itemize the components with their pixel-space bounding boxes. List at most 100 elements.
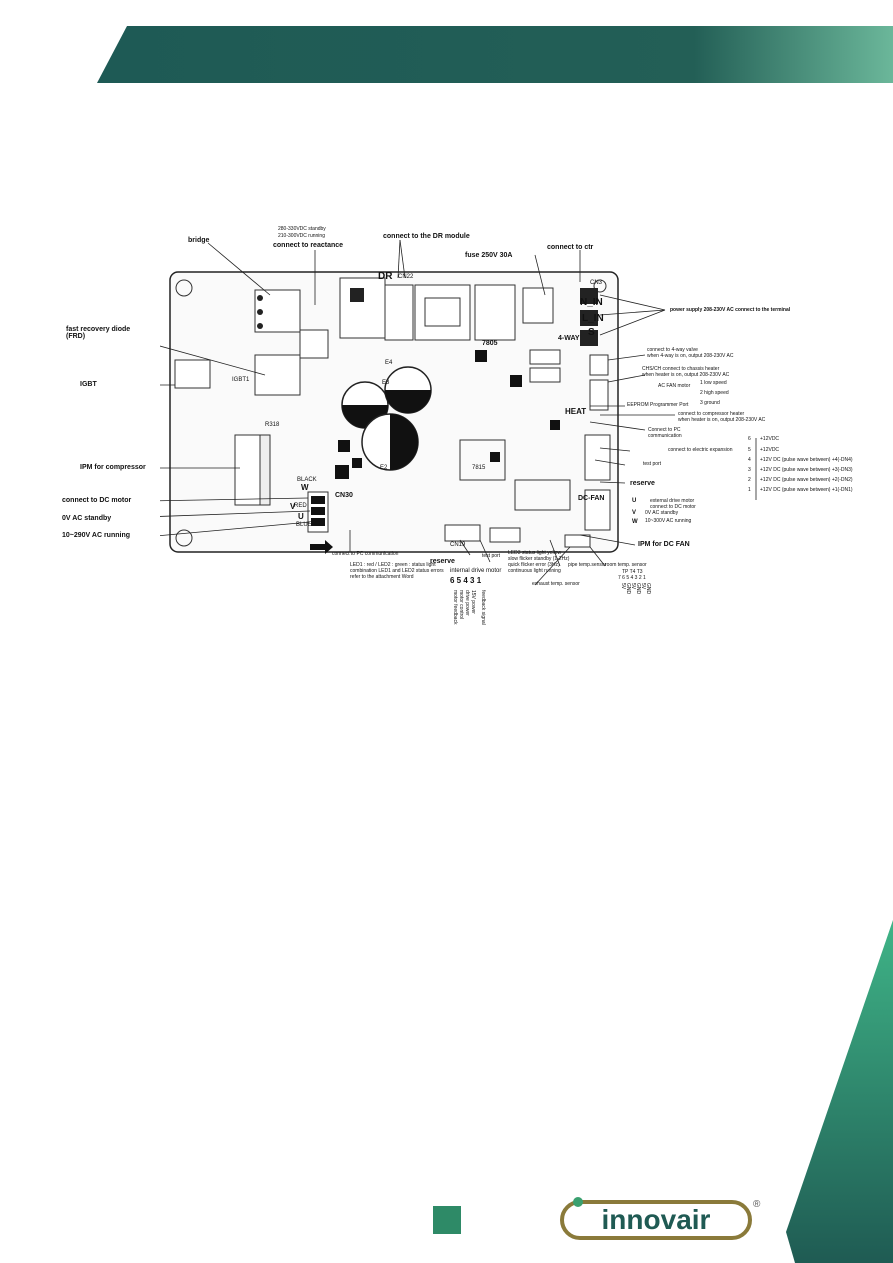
mark-blue: BLUE <box>296 522 312 528</box>
label-dr-module: connect to the DR module <box>383 233 470 240</box>
label-exhaust-temp: exhaust temp. sensor <box>532 581 580 587</box>
logo-text: innovair <box>602 1204 711 1235</box>
mark-red: RED <box>294 503 307 509</box>
mark-v: V <box>290 502 296 511</box>
pin-6-desc: +12VDC <box>760 436 780 442</box>
label-ipm-compressor: IPM for compressor <box>80 464 146 471</box>
label-test-port: test port <box>643 461 662 467</box>
label-ac-fan: AC FAN motor <box>658 383 691 389</box>
label-eeprom: EEPROM Programmer Port <box>627 402 689 408</box>
sensor-pin-labels: 5V GND 5V GND 5V GND <box>620 583 651 613</box>
label-bridge: bridge <box>188 237 210 244</box>
label-pin-row: 6 5 4 3 1 <box>450 576 482 585</box>
label-running-voltage: 210-300VDC running <box>278 233 325 239</box>
label-four-way-2: when 4-way is on, output 208-230V AC <box>647 353 734 359</box>
label-igbt: IGBT <box>80 381 97 388</box>
label-internal-drive: internal drive motor <box>450 568 502 574</box>
label-chassis-2: when heater is on, output 208-230V AC <box>642 372 730 378</box>
page-number-square <box>433 1206 461 1234</box>
label-reserve-right: reserve <box>630 480 655 487</box>
label-power-supply: power supply 208-230V AC connect to the … <box>670 307 791 313</box>
label-pc-comm-1: Connect to PC <box>648 427 681 433</box>
mark-dr: DR <box>378 271 393 282</box>
label-led3-2: slow flicker standby (1-2Hz) <box>508 556 570 562</box>
label-led3-1: LED3 status light yellow <box>508 550 562 556</box>
label-comp-heater-2: when heater is on, output 208-230V AC <box>678 417 766 423</box>
label-led-note-2: combination LED1 and LED2 status errors <box>350 568 444 574</box>
mark-cn19: CN19 <box>450 542 466 548</box>
pin-1-desc: +12V DC (pulse wave between) +1(-DN1) <box>760 487 853 493</box>
mark-r318: R318 <box>265 422 280 428</box>
label-w: W <box>632 519 638 525</box>
label-v: V <box>632 510 637 516</box>
pin-4-desc: +12V DC (pulse wave between) +4(-DN4) <box>760 457 853 463</box>
pin-number-3: 3 <box>748 467 751 473</box>
mark-dc-fan: DC-FAN <box>578 495 605 502</box>
label-led-note-3: refer to the attachment Word <box>350 574 414 580</box>
pin-2-desc: +12V DC (pulse wave between) +2(-DN2) <box>760 477 853 483</box>
label-test-port-bottom: test port <box>482 553 501 559</box>
label-pipe-temp: pipe temp.sensor <box>568 562 607 568</box>
label-pc-comm-bottom: connect to PC communication <box>332 551 399 557</box>
mark-cn30: CN30 <box>335 492 353 499</box>
mark-e3: E3 <box>382 380 390 386</box>
mark-w: W <box>301 483 309 492</box>
registered-mark: ® <box>753 1199 761 1210</box>
mark-e2: E2 <box>380 465 388 471</box>
header-band <box>97 26 893 83</box>
label-four-way-1: connect to 4-way valve <box>647 347 698 353</box>
mark-7805: 7805 <box>482 340 498 347</box>
label-pc-comm-2: communication <box>648 433 682 439</box>
motor-label-signal: feedback signal <box>480 590 486 625</box>
innovair-logo: innovair <box>560 1197 752 1240</box>
mark-igbt1: IGBT1 <box>232 377 250 383</box>
label-ground: 3 ground <box>700 400 720 406</box>
motor-label-power: drive power <box>464 590 470 616</box>
pin-number-2: 2 <box>748 477 751 483</box>
label-u: U <box>632 498 637 504</box>
label-fuse: fuse 250V 30A <box>465 252 513 259</box>
label-frd: fast recovery diode (FRD) <box>66 326 131 340</box>
label-pins-7-1: 7 6 5 4 3 2 1 <box>618 575 646 581</box>
label-v-standby: 0V AC standby <box>645 510 679 516</box>
mark-heat: HEAT <box>565 407 587 416</box>
mark-s: S <box>588 327 595 338</box>
pin-3-desc: +12V DC (pulse wave between) +3(-DN3) <box>760 467 853 473</box>
label-elec-expansion: connect to electric expansion <box>668 447 733 453</box>
sensor-pin-5: GND <box>645 583 651 595</box>
mark-l-in: L_IN <box>582 313 604 324</box>
mark-n-in: N_IN <box>580 297 603 308</box>
label-high-speed: 2 high speed <box>700 390 729 396</box>
motor-pin-labels: motor feedback motor control drive power… <box>452 590 492 660</box>
pcb-drawing <box>160 239 757 586</box>
mark-black: BLACK <box>297 477 317 483</box>
mark-7815: 7815 <box>472 465 486 471</box>
pin-number-6: 6 <box>748 436 751 442</box>
label-ext-drive-2: connect to DC motor <box>650 504 696 510</box>
label-running: 10~290V AC running <box>62 532 131 539</box>
label-comp-heater-1: connect to compressor heater <box>678 411 745 417</box>
label-dc-motor: connect to DC motor <box>62 497 132 504</box>
label-ctr: connect to ctr <box>547 244 594 251</box>
label-reactance: connect to reactance <box>273 242 344 249</box>
pin-number-1: 1 <box>748 487 751 493</box>
mark-e4: E4 <box>385 360 393 366</box>
pcb-wiring-diagram: bridge fast recovery diode (FRD) IGBT IP… <box>62 210 860 660</box>
label-low-speed: 1 low speed <box>700 380 727 386</box>
label-0v-standby: 0V AC standby <box>62 515 112 522</box>
label-reserve-bottom: reserve <box>430 558 455 565</box>
label-chassis-1: CHS/CH connect to chassis heater <box>642 366 720 372</box>
label-ext-drive-1: external drive motor <box>650 498 695 504</box>
pin-number-4: 4 <box>748 457 751 463</box>
mark-4-way: 4-WAY <box>558 335 580 342</box>
label-room-temp: room temp. sensor <box>605 562 647 568</box>
label-led-note-1: LED1 : red / LED2 : green : status light <box>350 562 436 568</box>
motor-label-15v: 15V power <box>470 590 476 614</box>
mark-cn3: CN3 <box>590 280 603 286</box>
motor-label-feedback: motor feedback <box>452 590 458 625</box>
motor-label-control: motor control <box>458 590 464 620</box>
pin-number-5: 5 <box>748 447 751 453</box>
label-led3-3: quick flicker error (3Hz) <box>508 562 560 568</box>
label-tp-t4-t3: TP T4 T3 <box>622 569 643 575</box>
pin-5-desc: +12VDC <box>760 447 780 453</box>
